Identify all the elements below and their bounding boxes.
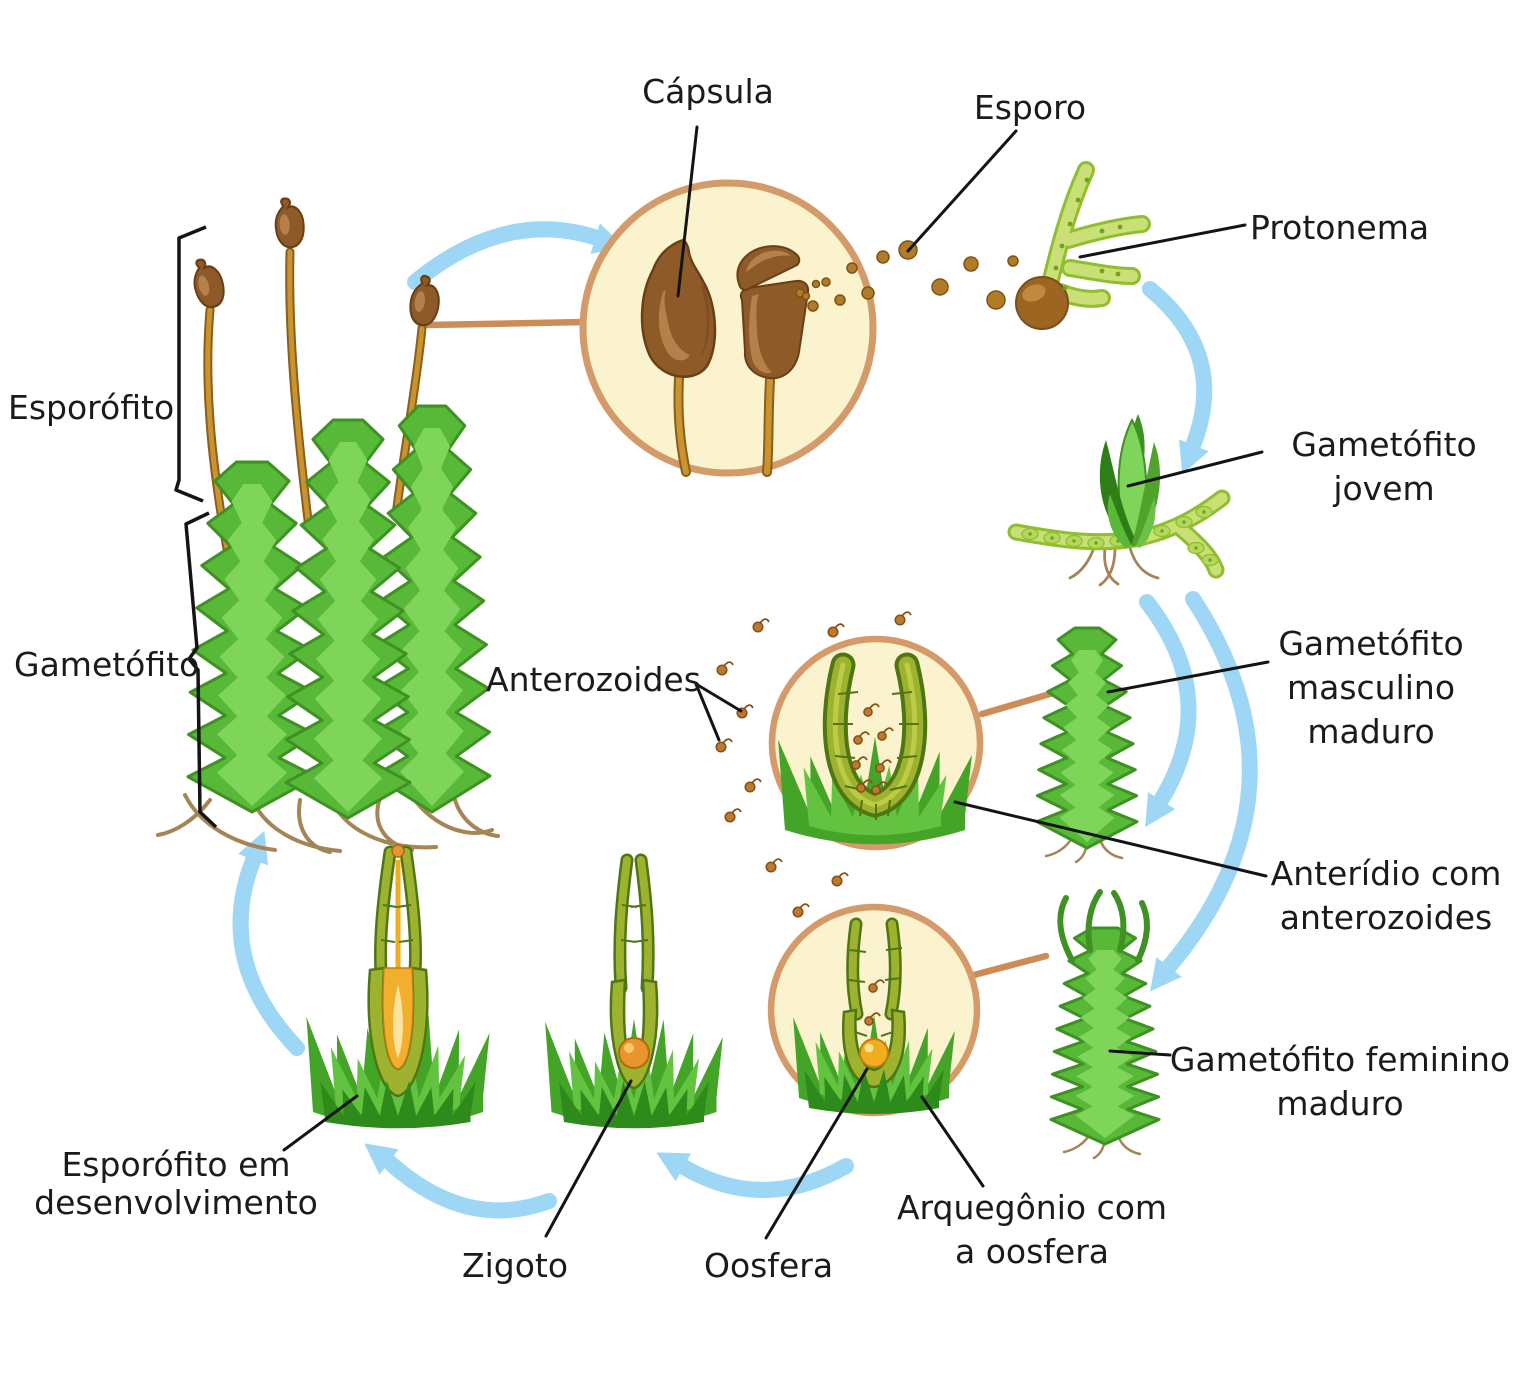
antheridium-segments (833, 691, 919, 820)
gametophyte-shoots (186, 404, 492, 820)
young-gametophyte-figure (1007, 414, 1231, 587)
label-gametofito: Gametófito (14, 645, 200, 684)
protonema-figure (1015, 161, 1151, 330)
label-esporofito-em-desenvolvimento: Esporófito em desenvolvimento (34, 1145, 318, 1222)
zygote-cell (618, 1037, 650, 1069)
label-arquegonio: Arquegônio com a oosfera (896, 1188, 1168, 1271)
gametofito-bracket (184, 511, 218, 829)
label-zigoto: Zigoto (462, 1246, 569, 1285)
sporophyte-capsules (193, 197, 440, 327)
label-gametofito-feminino: Gametófito feminino maduro (1169, 1040, 1511, 1123)
young-rhizoids (1068, 543, 1160, 587)
developing-sporophyte-figure (306, 844, 490, 1129)
cycle-arrows (232, 221, 1258, 1219)
open-capsule (736, 245, 810, 380)
capsule-zoom-circle (579, 179, 877, 477)
label-oosfera: Oosfera (704, 1246, 834, 1285)
moss-plant-figure (156, 197, 500, 854)
anterozoides-inside (851, 703, 894, 795)
protonema-cells (1053, 177, 1123, 291)
female-gametophyte-figure (1049, 889, 1161, 1160)
moss-roots (156, 788, 500, 854)
label-protonema: Protonema (1250, 208, 1430, 247)
anterozoides-near-egg (864, 979, 885, 1026)
esporofito-bracket (174, 225, 207, 503)
zygote-figure (545, 853, 723, 1129)
spore-trail (795, 240, 1019, 312)
label-anteridio: Anterídio com anterozoides (1270, 854, 1502, 937)
pointer-lines (282, 125, 1270, 1240)
connector-lines (424, 318, 1064, 980)
oosfera-egg (859, 1038, 889, 1068)
label-anterozoides: Anterozoides (486, 660, 701, 699)
label-gametofito-jovem: Gametófito jovem (1291, 425, 1477, 508)
closed-capsule (640, 238, 717, 378)
label-gametofito-masculino: Gametófito masculino maduro (1278, 624, 1464, 751)
archegonium-grass (804, 1068, 944, 1114)
developing-sporophyte-grass (320, 1080, 476, 1129)
zygote-grass (558, 1080, 710, 1129)
label-esporo: Esporo (973, 88, 1087, 127)
label-capsula: Cápsula (642, 72, 774, 111)
label-esporofito: Esporófito (8, 388, 175, 427)
archegonium-zoom-circle (767, 903, 981, 1117)
male-gametophyte-figure (1035, 626, 1139, 864)
antheridium-zoom-circle (768, 635, 984, 851)
protonema-spore-ball (1015, 276, 1069, 330)
young-shoot (1099, 414, 1160, 548)
